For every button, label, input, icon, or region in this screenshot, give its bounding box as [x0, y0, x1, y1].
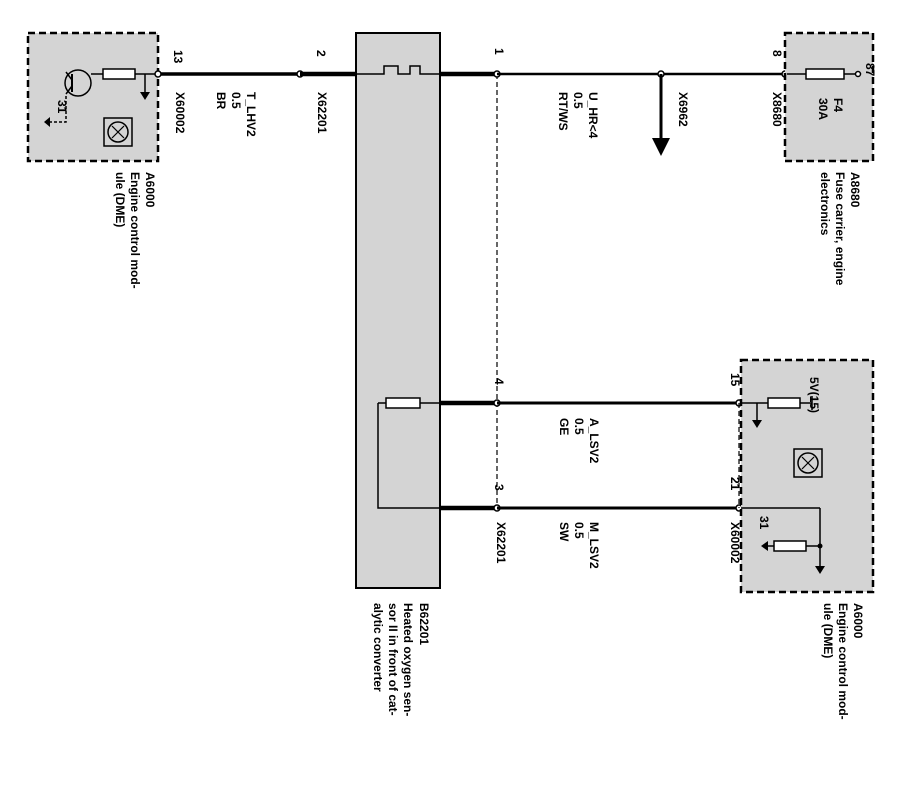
fuse-id: F4	[831, 98, 845, 112]
wire-a-lsv2-name: A_LSV2	[587, 418, 601, 464]
dme-bottom-desc-2: ule (DME)	[821, 603, 835, 658]
sensor-desc-1: Heated oxygen sen-	[401, 603, 415, 716]
ground-resistor	[773, 540, 807, 552]
wire-u-hr4-color: RT/WS	[556, 92, 570, 131]
sensor-pin-4: 4	[492, 378, 506, 385]
fuse-carrier-id: A8680	[848, 172, 862, 208]
wire-t-lhv2[interactable]	[154, 70, 356, 78]
fuse-carrier-desc-2: electronics	[818, 172, 832, 236]
wire-m-lsv2-color: SW	[557, 522, 571, 542]
fuse-carrier-desc-1: Fuse carrier, engine	[833, 172, 847, 286]
x62201-top-connector: X62201	[315, 92, 329, 134]
dme-bottom-id: A6000	[851, 603, 865, 639]
down-arrow-icon	[752, 420, 762, 428]
sensor-desc-3: alytic converter	[371, 603, 385, 692]
down-arrow-icon	[140, 92, 150, 100]
dme-bottom-ground-label: 31	[757, 516, 771, 530]
splice-arrow-icon	[652, 138, 670, 156]
wire-t-lhv2-size: 0.5	[229, 92, 243, 109]
dme-top-connector: X60002	[173, 92, 187, 134]
wire-u-hr4-size: 0.5	[571, 92, 585, 109]
ecu-icon	[103, 117, 133, 147]
dme-bottom-connector: X60002	[728, 522, 742, 564]
dme-top-module[interactable]: 31	[26, 31, 160, 163]
wire-m-lsv2-name: M_LSV2	[587, 522, 601, 569]
sensor-pin-3: 3	[492, 484, 506, 491]
wire-u-hr4-name: U_HR<4	[586, 92, 600, 139]
supply-resistor	[767, 397, 801, 409]
fuse-pin: 8	[770, 50, 784, 57]
x6962-connector: X6962	[676, 92, 690, 127]
dme-bottom-pin-21: 21	[728, 477, 742, 491]
wire-t-lhv2-color: BR	[214, 92, 228, 110]
sensor-resistor	[385, 397, 421, 409]
oxygen-sensor-b62201[interactable]	[355, 32, 441, 589]
heater-icon	[356, 65, 440, 75]
wire-m-lsv2[interactable]	[440, 504, 743, 512]
fuse-icon	[805, 68, 845, 80]
x62201-bottom-connector: X62201	[494, 522, 508, 564]
wire-a-lsv2-color: GE	[557, 418, 571, 435]
dme-top-desc-2: ule (DME)	[113, 172, 127, 227]
resistor-symbol	[102, 68, 136, 80]
dme-top-ground-label: 31	[55, 100, 69, 114]
fuse-rating: 30A	[816, 98, 830, 120]
dme-bottom-supply-label: 5V(15)	[807, 377, 821, 413]
ecu-icon	[793, 448, 823, 478]
wire-u-hr4[interactable]	[440, 70, 789, 156]
fuse-terminal: 87	[863, 63, 877, 77]
dme-bottom-module[interactable]	[738, 358, 875, 594]
wire-a-lsv2-size: 0.5	[572, 418, 586, 435]
dme-top-id: A6000	[143, 172, 157, 208]
dme-bottom-desc-1: Engine control mod-	[836, 603, 850, 720]
wire-a-lsv2[interactable]	[440, 399, 743, 407]
dme-bottom-pin-15: 15	[728, 373, 742, 387]
sensor-pin-1: 1	[492, 48, 506, 55]
dme-top-desc-1: Engine control mod-	[128, 172, 142, 289]
transistor-symbol	[64, 69, 103, 97]
sensor-id: B62201	[417, 603, 431, 645]
wire-m-lsv2-size: 0.5	[572, 522, 586, 539]
fuse-carrier-a8680[interactable]	[783, 31, 875, 163]
x62201-top-pin: 2	[314, 50, 328, 57]
wire-t-lhv2-name: T_LHV2	[244, 92, 258, 137]
sensor-desc-2: sor II in front of cat-	[386, 603, 400, 716]
fuse-connector: X8680	[770, 92, 784, 127]
dme-top-pin: 13	[171, 50, 185, 64]
